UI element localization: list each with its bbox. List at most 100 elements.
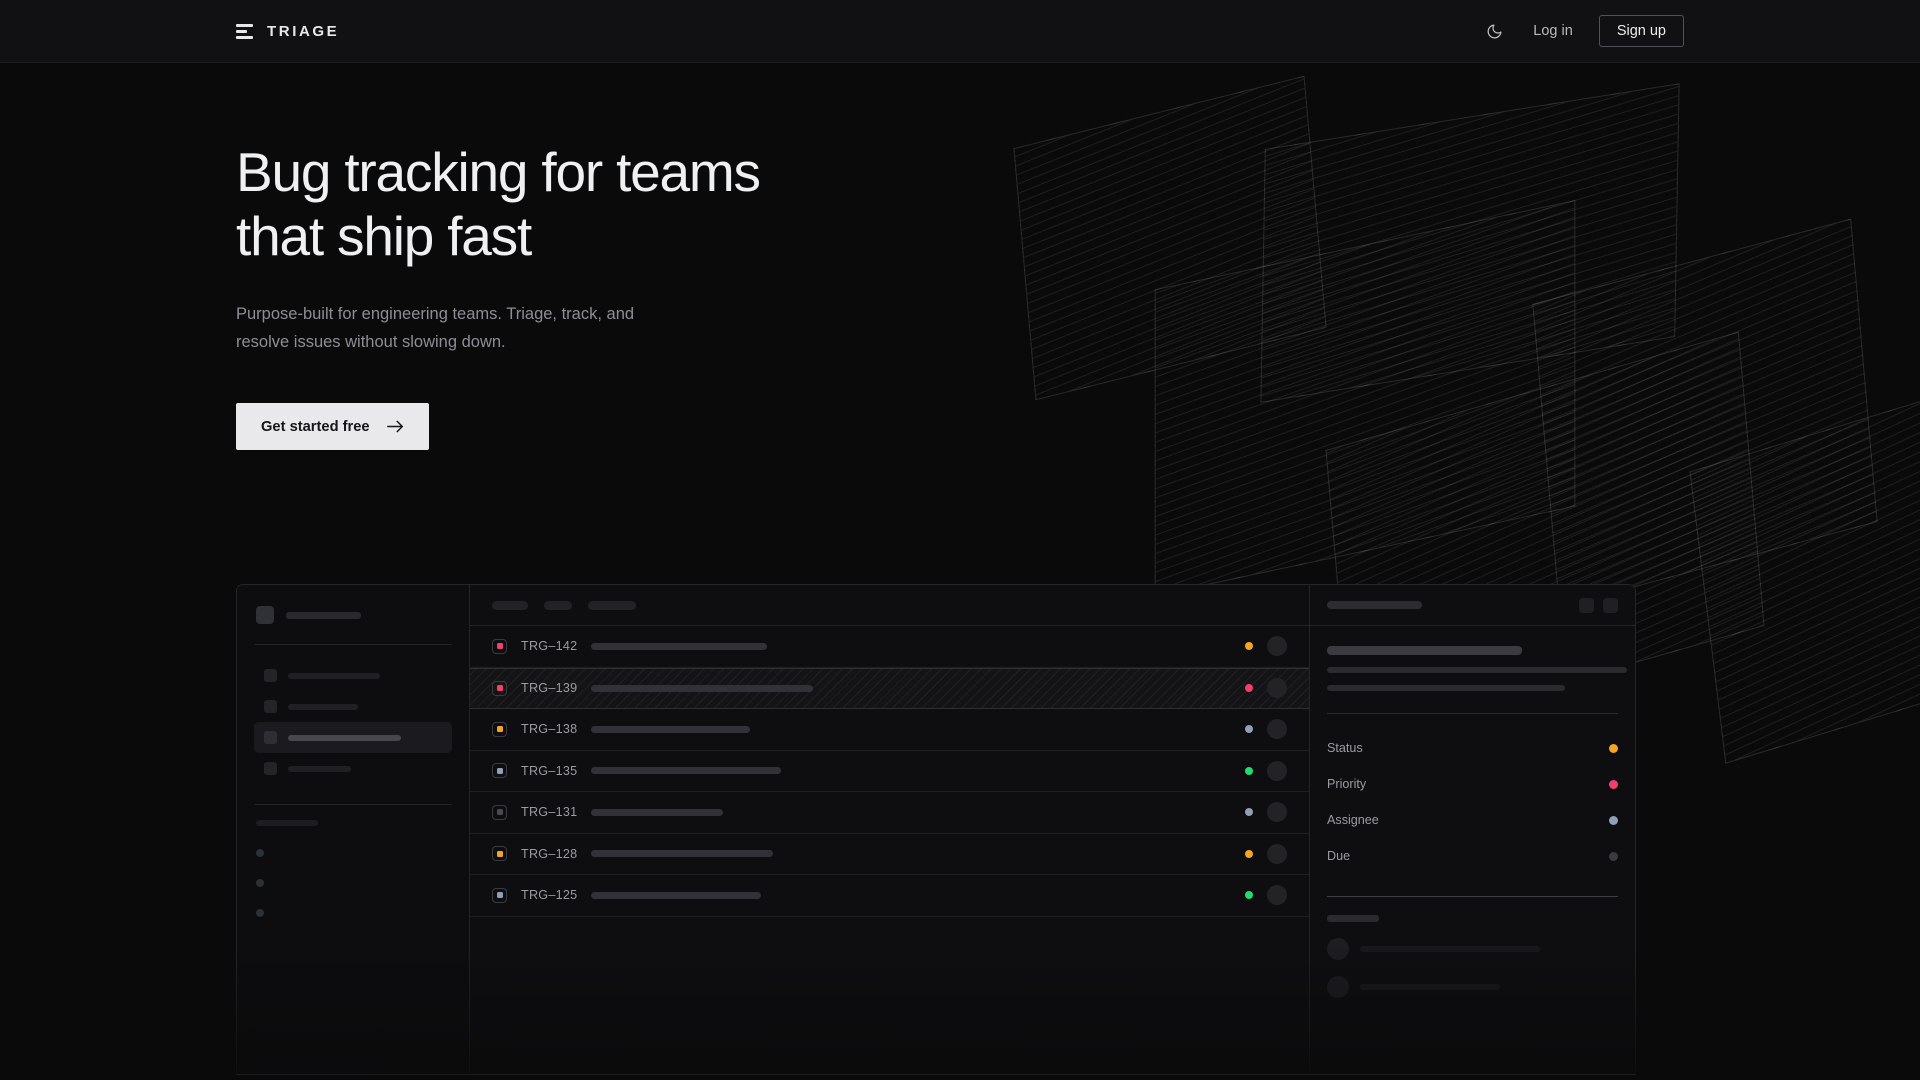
- app-sidebar: [237, 585, 470, 1074]
- detail-body-line-2: [1327, 685, 1565, 691]
- row-meta: [1245, 843, 1287, 864]
- status-badge: [1245, 766, 1253, 775]
- workspace-name-skeleton: [286, 611, 361, 619]
- sidebar-nav-label-skeleton-4: [288, 765, 351, 772]
- detail-property-label: Status: [1327, 741, 1363, 755]
- table-row[interactable]: TRG–135: [470, 751, 1309, 792]
- detail-property-value-dot: [1609, 743, 1618, 753]
- detail-property-label: Due: [1327, 849, 1351, 863]
- avatar[interactable]: [1267, 636, 1287, 657]
- moon-icon-svg: [1487, 24, 1502, 38]
- row-meta: [1245, 678, 1287, 699]
- issue-title-skeleton: [591, 850, 774, 858]
- login-link[interactable]: Log in: [1533, 23, 1573, 39]
- detail-header: [1310, 585, 1635, 626]
- page-title: Bug tracking for teams that ship fast: [236, 141, 996, 269]
- table-row[interactable]: TRG–138: [470, 709, 1309, 751]
- detail-property-due[interactable]: Due: [1327, 838, 1618, 874]
- avatar[interactable]: [1267, 678, 1287, 699]
- issue-id: TRG–135: [521, 763, 578, 778]
- issue-title-skeleton: [591, 808, 724, 816]
- detail-property-assignee[interactable]: Assignee: [1327, 802, 1618, 838]
- detail-divider-2: [1327, 896, 1618, 897]
- table-row[interactable]: TRG–128: [470, 834, 1309, 875]
- toolbar-filter-chip-3[interactable]: [588, 600, 636, 610]
- table-row[interactable]: TRG–131: [470, 792, 1309, 834]
- sidebar-project-item-2[interactable]: [254, 868, 452, 898]
- avatar: [1327, 938, 1349, 960]
- detail-property-status[interactable]: Status: [1327, 730, 1618, 766]
- hero-stage: Bug tracking for teams that ship fast Pu…: [0, 63, 1920, 1080]
- priority-indicator-icon: [492, 763, 507, 779]
- brand-logo[interactable]: TRIAGE: [236, 23, 339, 40]
- sidebar-nav-icon-1: [264, 669, 277, 682]
- issue-id: TRG–142: [521, 639, 578, 654]
- table-row[interactable]: TRG–139: [470, 667, 1309, 709]
- issue-list-toolbar: [470, 585, 1309, 626]
- comment-text-skeleton: [1360, 946, 1540, 952]
- sidebar-nav-item-3[interactable]: [254, 722, 452, 753]
- avatar[interactable]: [1267, 719, 1287, 740]
- workspace-switcher[interactable]: [254, 602, 452, 624]
- row-meta: [1245, 719, 1287, 740]
- status-badge: [1245, 642, 1253, 651]
- sidebar-nav-icon-2: [264, 700, 277, 713]
- project-dot-icon-3: [256, 909, 264, 917]
- issue-title-skeleton: [591, 725, 751, 733]
- detail-property-value-dot: [1609, 815, 1618, 825]
- sidebar-nav-item-1[interactable]: [254, 660, 452, 691]
- detail-action-2-icon[interactable]: [1603, 597, 1618, 613]
- signup-button[interactable]: Sign up: [1598, 15, 1684, 47]
- sidebar-section-label: [256, 820, 318, 826]
- issue-id: TRG–125: [521, 888, 578, 903]
- get-started-button[interactable]: Get started free: [236, 403, 429, 451]
- project-dot-icon-2: [256, 879, 264, 887]
- avatar[interactable]: [1267, 843, 1287, 864]
- hero-subtitle: Purpose-built for engineering teams. Tri…: [236, 300, 716, 357]
- sidebar-nav-item-4[interactable]: [254, 753, 452, 784]
- detail-comments-list: [1327, 938, 1618, 998]
- avatar[interactable]: [1267, 885, 1287, 906]
- list-item: [1327, 938, 1618, 960]
- detail-property-priority[interactable]: Priority: [1327, 766, 1618, 802]
- detail-comments-label: [1327, 915, 1379, 922]
- status-badge: [1245, 808, 1253, 817]
- avatar[interactable]: [1267, 760, 1287, 781]
- sidebar-project-item-1[interactable]: [254, 838, 452, 868]
- sidebar-nav-label-skeleton-3: [288, 734, 401, 741]
- subtitle-line-1: Purpose-built for engineering teams. Tri…: [236, 304, 635, 323]
- row-meta: [1245, 802, 1287, 823]
- sidebar-nav-list: [254, 660, 452, 784]
- status-badge: [1245, 725, 1253, 734]
- sidebar-project-item-3[interactable]: [254, 898, 452, 928]
- detail-action-1-icon[interactable]: [1579, 597, 1594, 613]
- detail-header-actions: [1579, 597, 1618, 613]
- detail-description-skeletons: [1327, 667, 1627, 691]
- table-row[interactable]: TRG–142: [470, 626, 1309, 668]
- headline-line-2: that ship fast: [236, 204, 532, 267]
- issue-id: TRG–138: [521, 722, 578, 737]
- detail-property-value-dot: [1609, 851, 1618, 861]
- sidebar-nav-label-skeleton-1: [288, 672, 380, 679]
- moon-icon[interactable]: [1481, 18, 1507, 44]
- detail-heading-skeleton: [1327, 646, 1522, 655]
- priority-indicator-icon: [492, 804, 507, 820]
- detail-body-line-1: [1327, 667, 1627, 673]
- table-row[interactable]: TRG–125: [470, 875, 1309, 917]
- avatar: [1327, 976, 1349, 998]
- issue-title-skeleton: [591, 891, 762, 899]
- headline-line-1: Bug tracking for teams: [236, 141, 761, 203]
- avatar[interactable]: [1267, 802, 1287, 823]
- issue-title-skeleton: [591, 642, 768, 650]
- toolbar-filter-chip-1[interactable]: [492, 600, 528, 610]
- toolbar-filter-chip-2[interactable]: [544, 600, 572, 610]
- row-meta: [1245, 760, 1287, 781]
- issue-id: TRG–128: [521, 846, 578, 861]
- issue-title-skeleton: [591, 767, 782, 775]
- sidebar-nav-item-2[interactable]: [254, 691, 452, 722]
